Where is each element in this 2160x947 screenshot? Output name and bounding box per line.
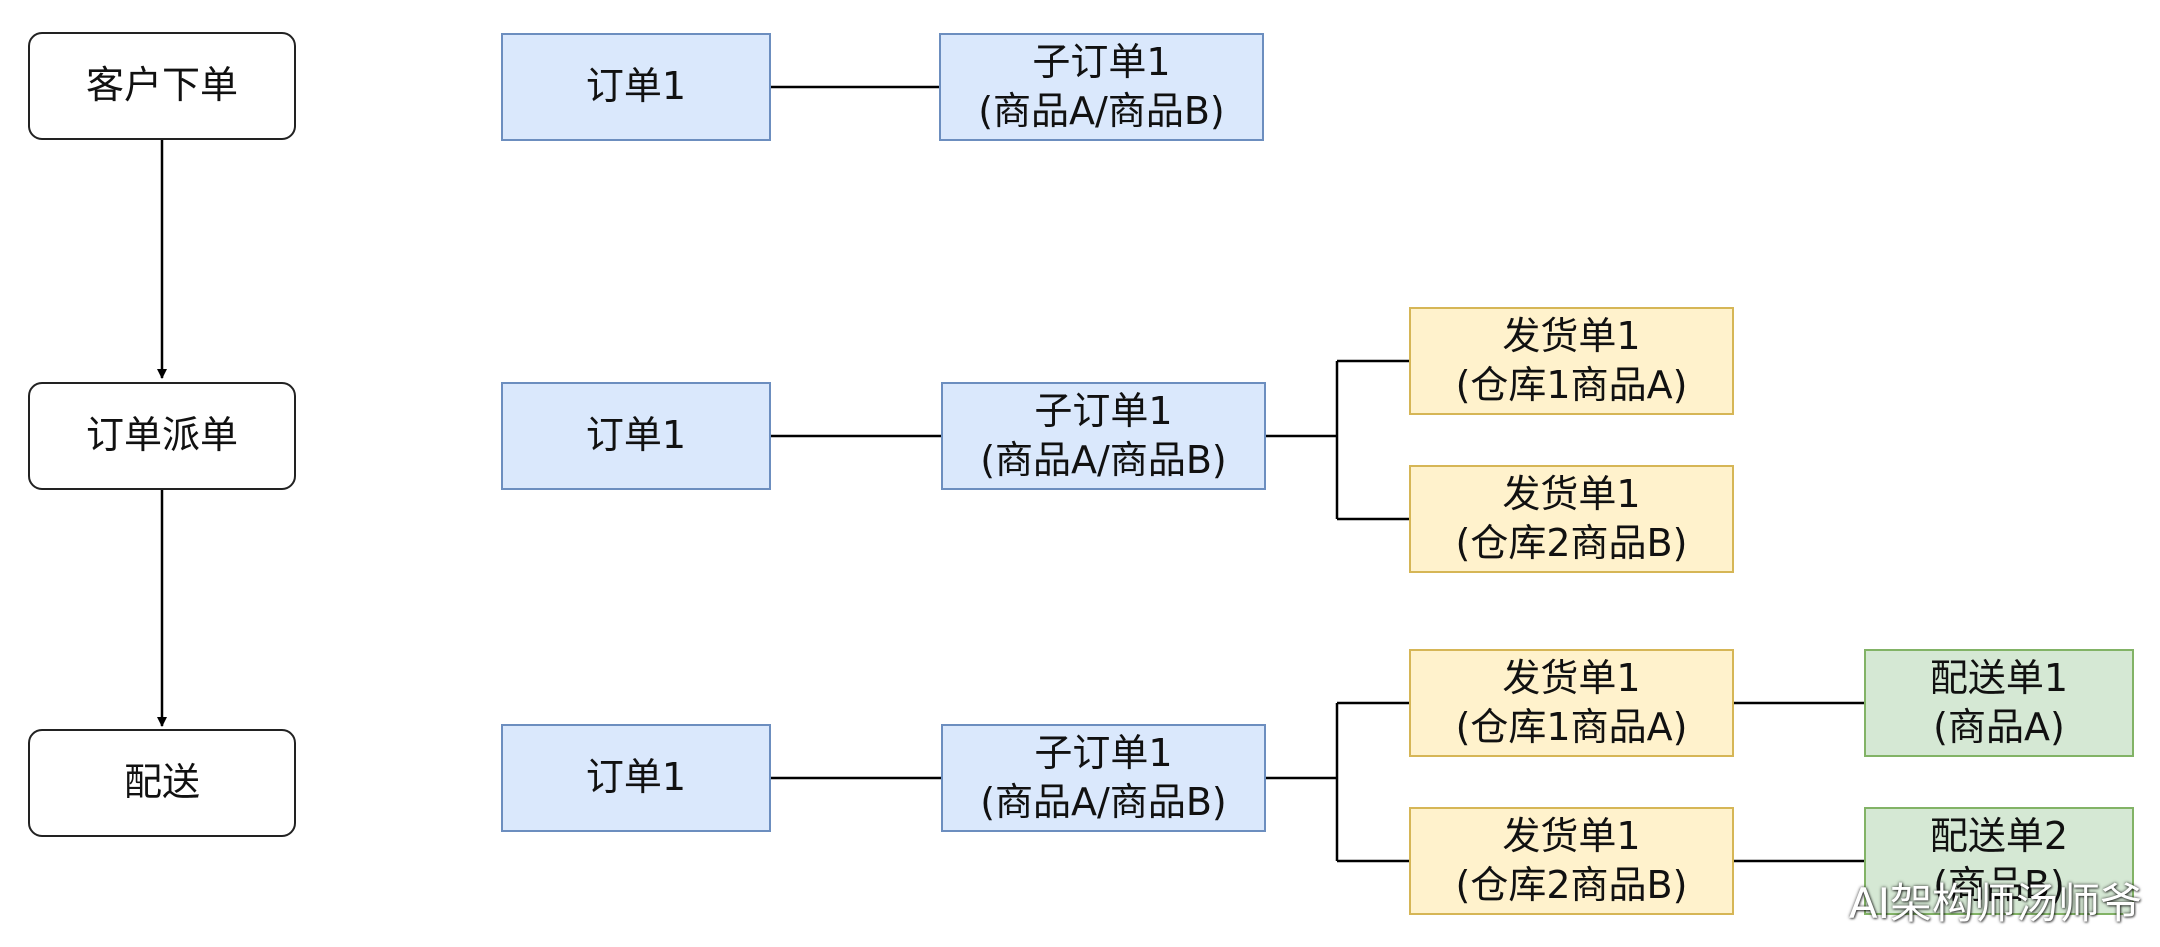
- row2-shipment-b-line2: (仓库2商品B): [1455, 521, 1688, 565]
- row3-delivery-b-line2: (商品B): [1933, 863, 2065, 907]
- row1-sub-order: 子订单1 (商品A/商品B): [939, 33, 1264, 141]
- step-dispatch-label: 订单派单: [85, 413, 238, 458]
- row2-shipment-a-line2: (仓库1商品A): [1455, 363, 1688, 407]
- step-dispatch: 订单派单: [28, 382, 296, 490]
- step-delivery-label: 配送: [123, 760, 200, 805]
- row3-order: 订单1: [501, 724, 771, 832]
- row3-shipment-b-line2: (仓库2商品B): [1455, 863, 1688, 907]
- watermark: AI架构师汤师爷: [1848, 879, 2142, 928]
- row2-shipment-b: 发货单1 (仓库2商品B): [1409, 465, 1734, 573]
- row3-shipment-a-line2: (仓库1商品A): [1455, 705, 1688, 749]
- row3-sub-order-line1: 子订单1: [1034, 730, 1173, 775]
- row3-delivery-a-line2: (商品A): [1933, 705, 2065, 749]
- connector-row2-suborder-shipments: [1266, 359, 1409, 521]
- row3-sub-order-line2: (商品A/商品B): [980, 780, 1227, 824]
- row3-sub-order: 子订单1 (商品A/商品B): [941, 724, 1266, 832]
- row3-shipment-a-line1: 发货单1: [1502, 655, 1641, 700]
- row3-shipment-b-line1: 发货单1: [1502, 813, 1641, 858]
- row3-order-label: 订单1: [585, 755, 687, 800]
- row1-order: 订单1: [501, 33, 771, 141]
- row3-delivery-b-line1: 配送单2: [1929, 813, 2069, 858]
- row2-order-label: 订单1: [585, 413, 687, 458]
- row3-delivery-b: 配送单2 (商品B): [1864, 807, 2134, 915]
- row3-shipment-b: 发货单1 (仓库2商品B): [1409, 807, 1734, 915]
- row2-shipment-a-line1: 发货单1: [1502, 313, 1641, 358]
- row1-order-label: 订单1: [585, 64, 687, 109]
- row1-sub-order-line2: (商品A/商品B): [978, 89, 1225, 133]
- row2-order: 订单1: [501, 382, 771, 490]
- row2-shipment-a: 发货单1 (仓库1商品A): [1409, 307, 1734, 415]
- connector-row3-suborder-shipments: [1266, 701, 1409, 863]
- row2-shipment-b-line1: 发货单1: [1502, 471, 1641, 516]
- row2-sub-order: 子订单1 (商品A/商品B): [941, 382, 1266, 490]
- row3-shipment-a: 发货单1 (仓库1商品A): [1409, 649, 1734, 757]
- row2-sub-order-line2: (商品A/商品B): [980, 438, 1227, 482]
- step-delivery: 配送: [28, 729, 296, 837]
- step-place-order: 客户下单: [28, 32, 296, 140]
- step-place-order-label: 客户下单: [85, 63, 238, 108]
- row1-sub-order-line1: 子订单1: [1032, 39, 1171, 84]
- row2-sub-order-line1: 子订单1: [1034, 388, 1173, 433]
- row3-delivery-a-line1: 配送单1: [1929, 655, 2069, 700]
- row3-delivery-a: 配送单1 (商品A): [1864, 649, 2134, 757]
